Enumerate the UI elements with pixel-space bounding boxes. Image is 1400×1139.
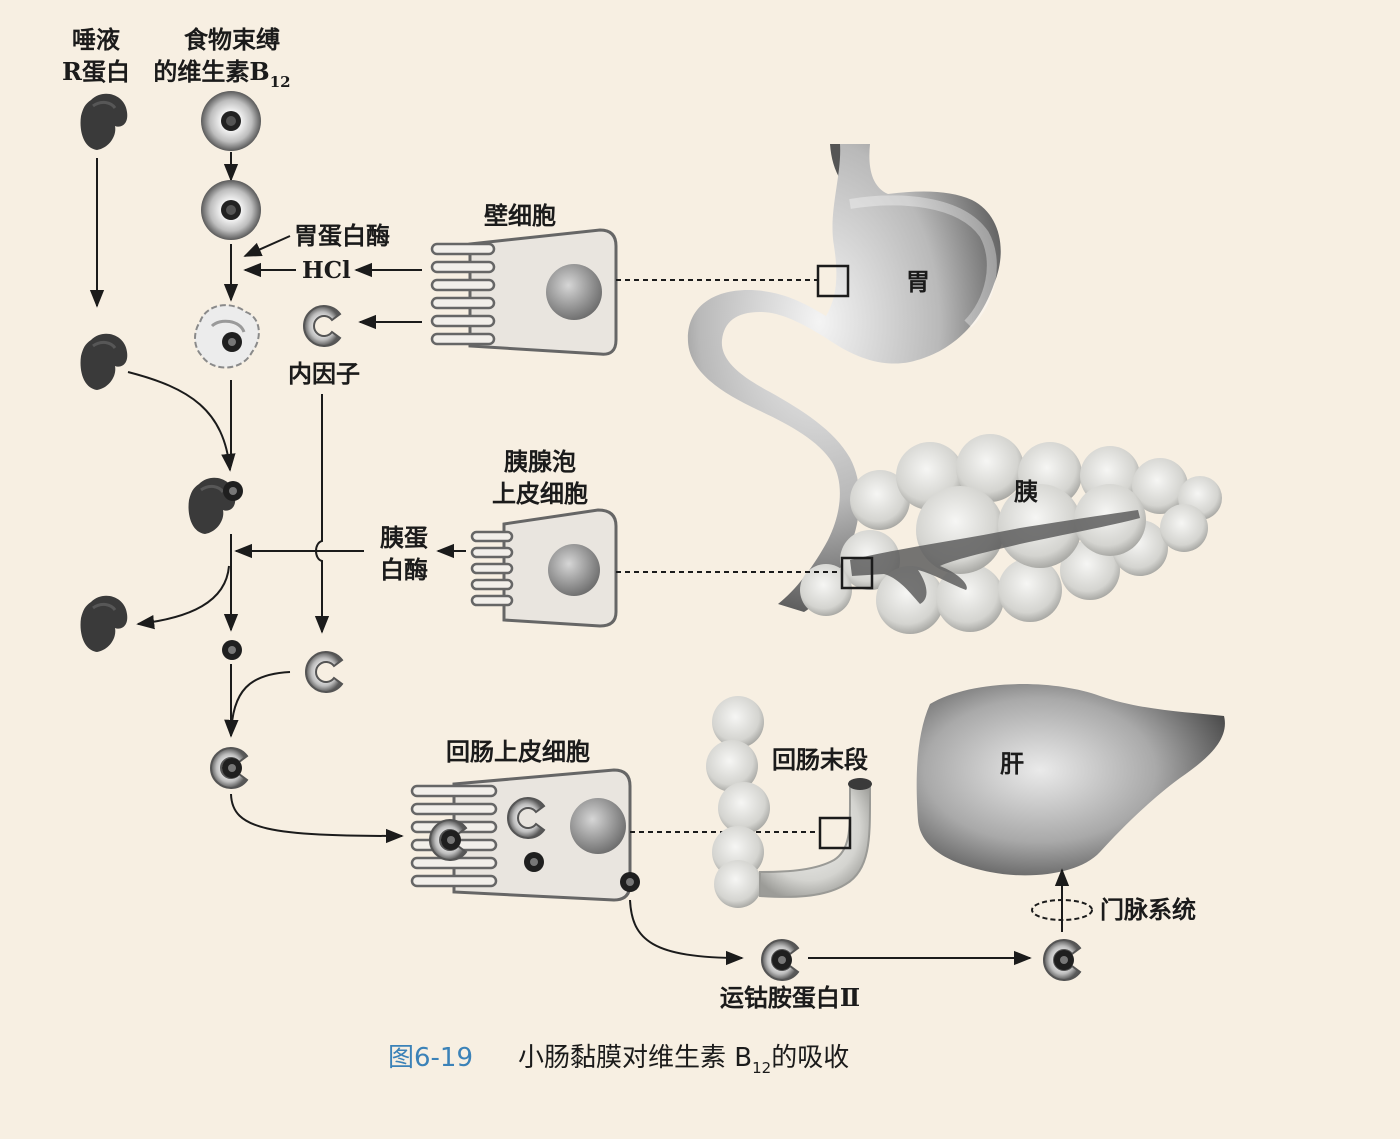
- tc2-b12-complex: [1043, 939, 1081, 981]
- hcl-label: HCl: [302, 257, 351, 284]
- secretion-arrow: [629, 899, 744, 966]
- transcobalamin-label: 运钴胺蛋白Ⅱ: [720, 983, 860, 1012]
- tc2-b12-complex: [761, 939, 799, 981]
- r-protein-shape: [79, 332, 129, 392]
- intrinsic-factor-shape: [303, 305, 341, 347]
- ileum-sample-box: [818, 816, 852, 850]
- absorption-arrow: [230, 793, 404, 844]
- intrinsic-factor-label: 内因子: [288, 359, 360, 388]
- terminal-ileum-organ: [706, 696, 872, 908]
- acinar-cell-label: 胰腺泡: [504, 447, 576, 476]
- portal-system-ring: [1031, 899, 1093, 921]
- liver-organ: [916, 684, 1225, 876]
- intrinsic-factor-path: [314, 394, 330, 634]
- pepsin-label: 胃蛋白酶: [294, 221, 390, 250]
- stomach-label: 胃: [906, 267, 930, 296]
- food-bound-b12-shape: [201, 180, 261, 240]
- free-b12: [222, 640, 242, 660]
- acinar-cell-label-line2: 上皮细胞: [492, 479, 588, 508]
- pancreatic-acinar-cell: [470, 508, 618, 628]
- binding-arrow: [127, 371, 236, 472]
- r-protein-label: R蛋白: [62, 57, 130, 86]
- ileal-cell-label: 回肠上皮细胞: [446, 737, 590, 766]
- r-protein-shape: [79, 594, 129, 654]
- parietal-cell-label: 壁细胞: [484, 201, 556, 230]
- binding-arrow: [224, 671, 291, 738]
- food-bound-b12-shape: [201, 91, 261, 151]
- b12-molecule: [223, 481, 243, 501]
- pancreas-label: 胰: [1014, 477, 1038, 506]
- pancreas-organ: [800, 434, 1222, 634]
- portal-system-label: 门脉系统: [1100, 895, 1196, 924]
- r-protein-shape: [79, 92, 129, 152]
- stomach-organ: [687, 144, 1001, 612]
- released-b12-shape: [194, 304, 260, 369]
- figure-caption: 小肠黏膜对维生素 B12的吸收: [518, 1043, 849, 1077]
- if-b12-complex: [210, 747, 248, 789]
- b12-molecule: [524, 852, 544, 872]
- food-bound-b12-label: 的维生素B12: [153, 57, 290, 91]
- terminal-ileum-label: 回肠末段: [772, 745, 868, 774]
- stomach-sample-box: [816, 264, 850, 298]
- r-protein-release-arrow: [136, 565, 230, 630]
- trypsin-label: 胰蛋: [380, 523, 428, 552]
- trypsin-label-line2: 白酶: [380, 555, 428, 584]
- b12-molecule: [441, 830, 461, 850]
- saliva-label: 唾液: [72, 25, 120, 54]
- parietal-cell: [430, 228, 618, 356]
- liver-label: 肝: [1000, 749, 1024, 778]
- pepsin-arrow: [243, 235, 291, 257]
- b12-molecule: [620, 872, 640, 892]
- food-bound-label: 食物束缚: [184, 25, 280, 54]
- intrinsic-factor-shape: [305, 651, 343, 693]
- figure-number: 图6-19: [388, 1043, 473, 1073]
